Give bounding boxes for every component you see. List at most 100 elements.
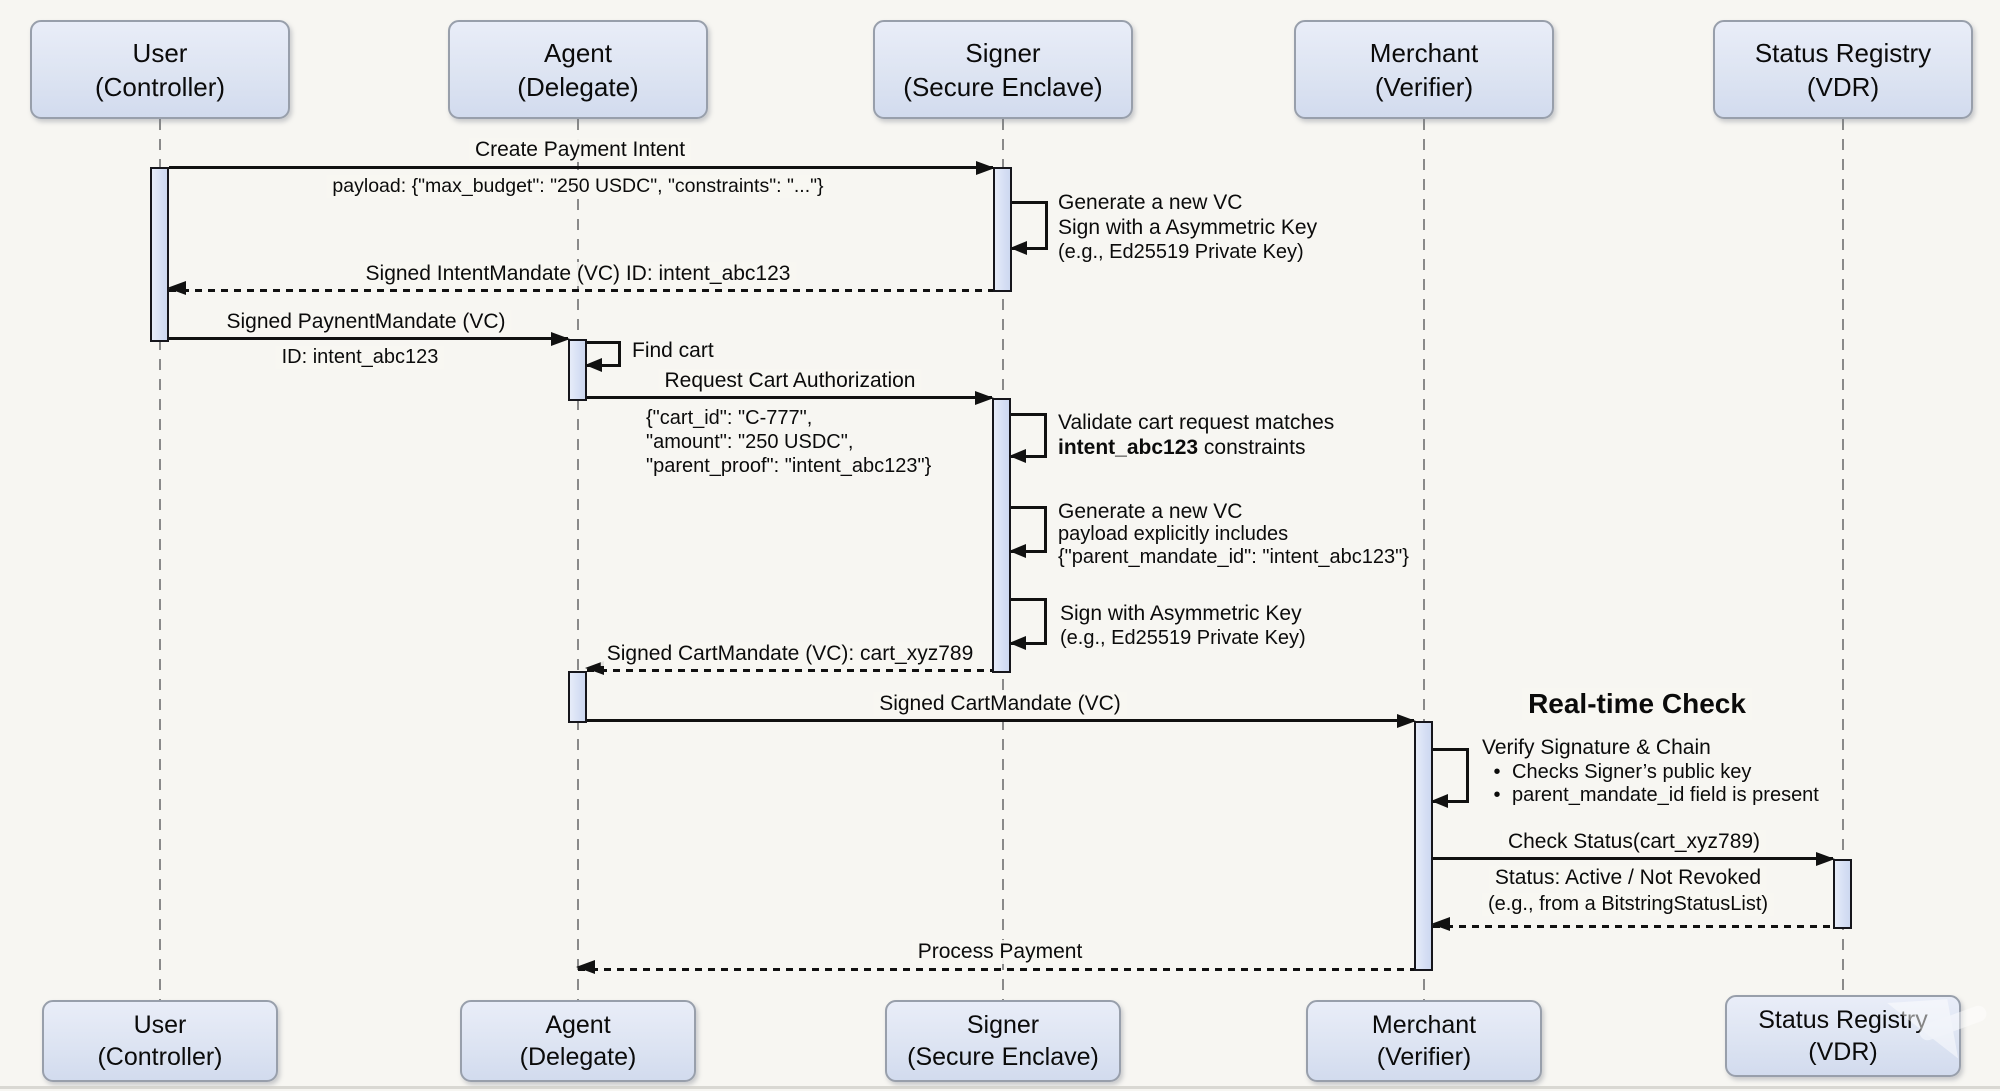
- actor-name: Agent: [545, 1011, 611, 1039]
- message-label-check-status: Check Status(cart_xyz789): [1501, 830, 1767, 854]
- message-line-signed-cart-mandate-return: [585, 661, 992, 675]
- activation-registry: [1833, 859, 1852, 929]
- actor-name: Status Registry: [1758, 1006, 1928, 1034]
- arrowhead-right-icon: [1816, 852, 1835, 866]
- actor-role: (Secure Enclave): [903, 71, 1103, 102]
- activation-user: [150, 167, 169, 342]
- message-line-create-payment-intent: [169, 161, 995, 175]
- bullet-text: parent_mandate_id field is present: [1512, 784, 1819, 806]
- bullet-item: • Checks Signer’s public key: [1482, 761, 1819, 784]
- lifeline-merchant: [1423, 119, 1425, 1002]
- note-line: Generate a new VC: [1058, 500, 1243, 523]
- self-message-verify-signature: [1431, 748, 1469, 808]
- actor-name: Signer: [965, 37, 1041, 68]
- self-message-validate-cart: [1009, 413, 1047, 463]
- message-line-signed-cart-mandate: [587, 714, 1416, 728]
- message-label-request-cart-auth: Request Cart Authorization: [658, 369, 922, 393]
- actor-top-agent: Agent (Delegate): [448, 20, 708, 119]
- actor-role: (VDR): [1806, 71, 1880, 102]
- actor-role: (Secure Enclave): [907, 1043, 1099, 1071]
- note-line: Verify Signature & Chain: [1482, 736, 1711, 759]
- actor-name: Merchant: [1371, 1011, 1477, 1039]
- actor-name: Status Registry: [1754, 37, 1932, 68]
- bullet-icon: •: [1493, 784, 1501, 806]
- self-message-generate-vc-1: [1010, 201, 1048, 255]
- note-line: (e.g., Ed25519 Private Key): [1060, 627, 1306, 649]
- activation-signer-1: [993, 167, 1012, 292]
- bullet-icon: •: [1493, 761, 1501, 783]
- note-line: Sign with Asymmetric Key: [1060, 602, 1302, 625]
- note-line: intent_abc123 constraints: [1058, 435, 1334, 460]
- arrowhead-left-icon: [167, 281, 186, 295]
- actor-role: (Verifier): [1376, 1043, 1472, 1071]
- message-sub-signed-payment-mandate: ID: intent_abc123: [275, 346, 445, 369]
- self-message-sign-asym: [1009, 598, 1047, 650]
- note-line: (e.g., Ed25519 Private Key): [1058, 241, 1304, 263]
- activation-merchant: [1414, 721, 1433, 971]
- arrowhead-right-icon: [975, 391, 994, 405]
- actor-bottom-agent: Agent (Delegate): [460, 1000, 696, 1082]
- arrowhead-right-icon: [1397, 714, 1416, 728]
- note-line: "parent_proof": "intent_abc123"}: [646, 455, 932, 477]
- arrowhead-left-icon: [1431, 917, 1450, 931]
- message-label-status-response: Status: Active / Not Revoked: [1488, 866, 1768, 890]
- activation-agent-2: [568, 671, 587, 723]
- note-cart-payload: {"cart_id": "C-777", "amount": "250 USDC…: [646, 406, 931, 478]
- arrowhead-left-icon: [585, 358, 602, 372]
- message-label-signed-payment-mandate: Signed PaynentMandate (VC): [220, 310, 512, 334]
- note-line: Sign with a Asymmetric Key: [1058, 216, 1318, 239]
- message-line-signed-intent-mandate: [167, 281, 993, 295]
- message-label-signed-intent-mandate: Signed IntentMandate (VC) ID: intent_abc…: [359, 262, 797, 286]
- note-line: payload explicitly includes: [1058, 523, 1289, 545]
- arrowhead-left-icon: [1009, 544, 1026, 558]
- note-generate-vc-2: Generate a new VC payload explicitly inc…: [1058, 500, 1409, 569]
- actor-role: (Controller): [94, 71, 226, 102]
- actor-top-user: User (Controller): [30, 20, 290, 119]
- message-line-signed-payment-mandate: [169, 332, 570, 346]
- actor-top-merchant: Merchant (Verifier): [1294, 20, 1554, 119]
- actor-bottom-user: User (Controller): [42, 1000, 278, 1082]
- message-line-process-payment: [576, 960, 1414, 974]
- note-line-rest: constraints: [1198, 436, 1306, 459]
- bullet-text: Checks Signer’s public key: [1512, 761, 1752, 783]
- arrowhead-right-icon: [976, 161, 995, 175]
- message-line-request-cart-auth: [587, 391, 994, 405]
- arrowhead-left-icon: [1009, 449, 1026, 463]
- message-label-signed-cart-mandate-return: Signed CartMandate (VC): cart_xyz789: [600, 642, 980, 666]
- lifeline-agent: [577, 119, 579, 1002]
- note-sign-asym: Sign with Asymmetric Key (e.g., Ed25519 …: [1060, 602, 1306, 650]
- message-label-signed-cart-mandate: Signed CartMandate (VC): [873, 692, 1127, 716]
- actor-role: (Delegate): [519, 1043, 637, 1071]
- arrowhead-left-icon: [1431, 794, 1448, 808]
- note-line: Validate cart request matches: [1058, 411, 1335, 434]
- note-find-cart: Find cart: [632, 339, 714, 362]
- actor-bottom-signer: Signer (Secure Enclave): [885, 1000, 1121, 1082]
- bullet-item: • parent_mandate_id field is present: [1482, 784, 1819, 807]
- arrowhead-left-icon: [1009, 636, 1026, 650]
- actor-top-signer: Signer (Secure Enclave): [873, 20, 1133, 119]
- lifeline-registry: [1842, 119, 1844, 1002]
- message-label-process-payment: Process Payment: [911, 940, 1089, 964]
- activation-signer-2: [992, 398, 1011, 673]
- actor-name: Agent: [544, 37, 612, 68]
- arrowhead-right-icon: [551, 332, 570, 346]
- note-line: "amount": "250 USDC",: [646, 431, 854, 453]
- message-label-status-response-sub: (e.g., from a BitstringStatusList): [1481, 893, 1775, 916]
- self-message-find-cart: [585, 341, 621, 372]
- actor-name: Merchant: [1369, 37, 1479, 68]
- note-line: Generate a new VC: [1058, 191, 1243, 214]
- actor-bottom-registry: Status Registry (VDR): [1725, 995, 1961, 1077]
- message-payload-create-payment-intent: payload: {"max_budget": "250 USDC", "con…: [326, 175, 830, 198]
- actor-role: (Controller): [97, 1043, 223, 1071]
- actor-bottom-merchant: Merchant (Verifier): [1306, 1000, 1542, 1082]
- bottom-edge-line: [0, 1086, 2000, 1089]
- note-line: {"parent_mandate_id": "intent_abc123"}: [1058, 546, 1409, 568]
- arrowhead-left-icon: [576, 960, 595, 974]
- realtime-check-title: Real-time Check: [1522, 688, 1752, 720]
- message-line-check-status: [1433, 852, 1835, 866]
- arrowhead-left-icon: [585, 661, 604, 675]
- actor-role: (VDR): [1808, 1038, 1878, 1066]
- lifeline-user: [159, 119, 161, 1002]
- self-message-generate-vc-2: [1009, 506, 1047, 558]
